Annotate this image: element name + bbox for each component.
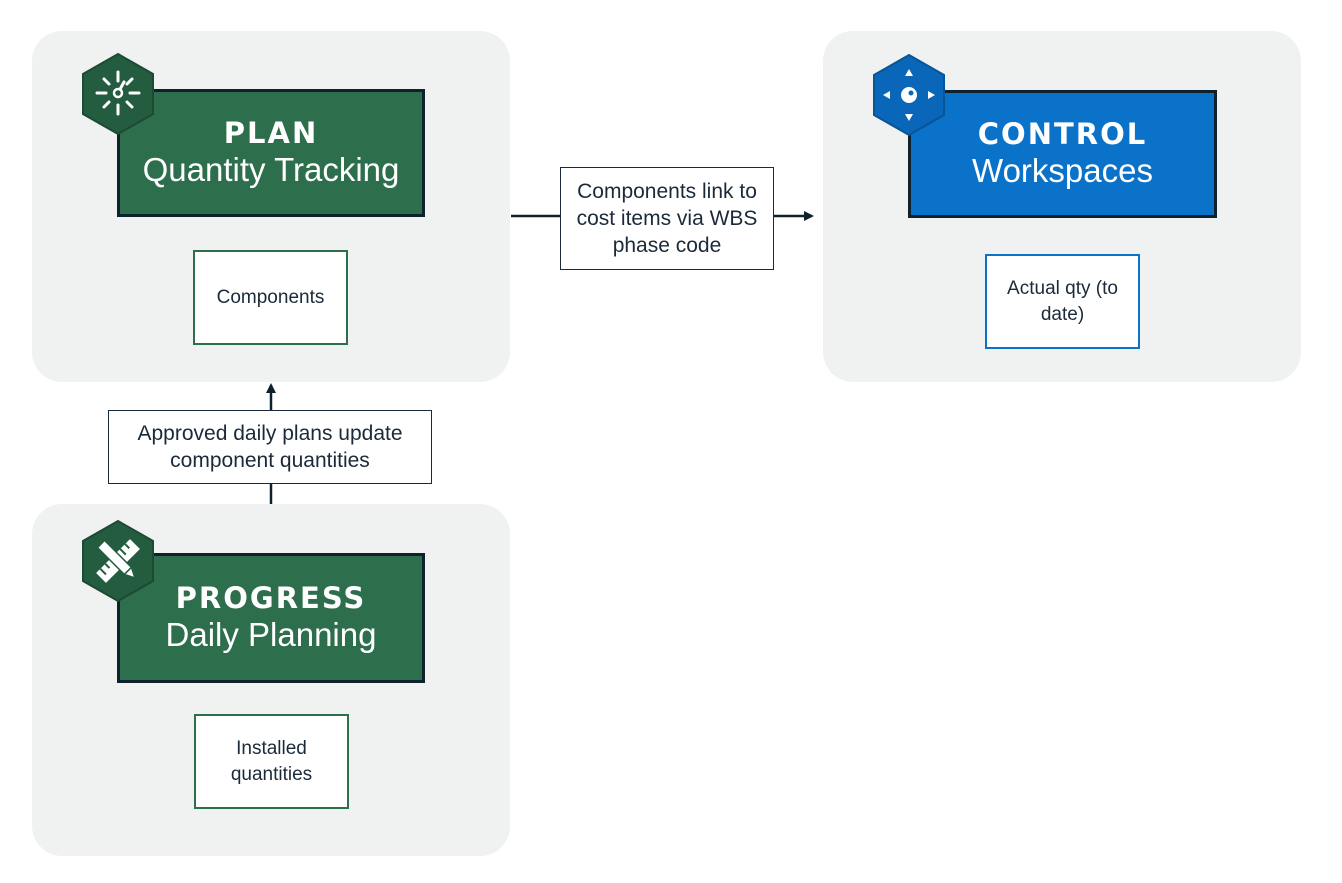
ruler-pencil-icon [82, 519, 154, 603]
progress-to-plan-label: Approved daily plans update component qu… [108, 410, 432, 484]
actual-qty-box: Actual qty (to date) [985, 254, 1140, 349]
progress-title: PROGRESS [175, 581, 367, 615]
progress-module: PROGRESS Daily Planning [117, 553, 425, 683]
control-title: CONTROL [977, 117, 1148, 151]
control-subtitle: Workspaces [972, 152, 1153, 189]
plan-module: PLAN Quantity Tracking [117, 89, 425, 217]
progress-subtitle: Daily Planning [165, 616, 377, 653]
sunburst-dial-icon [82, 52, 154, 136]
plan-to-control-label: Components link to cost items via WBS ph… [560, 167, 774, 270]
plan-title: PLAN [223, 116, 319, 150]
components-box: Components [193, 250, 348, 345]
control-module: CONTROL Workspaces [908, 90, 1217, 218]
target-direction-icon [873, 53, 945, 137]
installed-quantities-box: Installed quantities [194, 714, 349, 809]
plan-subtitle: Quantity Tracking [142, 151, 400, 188]
